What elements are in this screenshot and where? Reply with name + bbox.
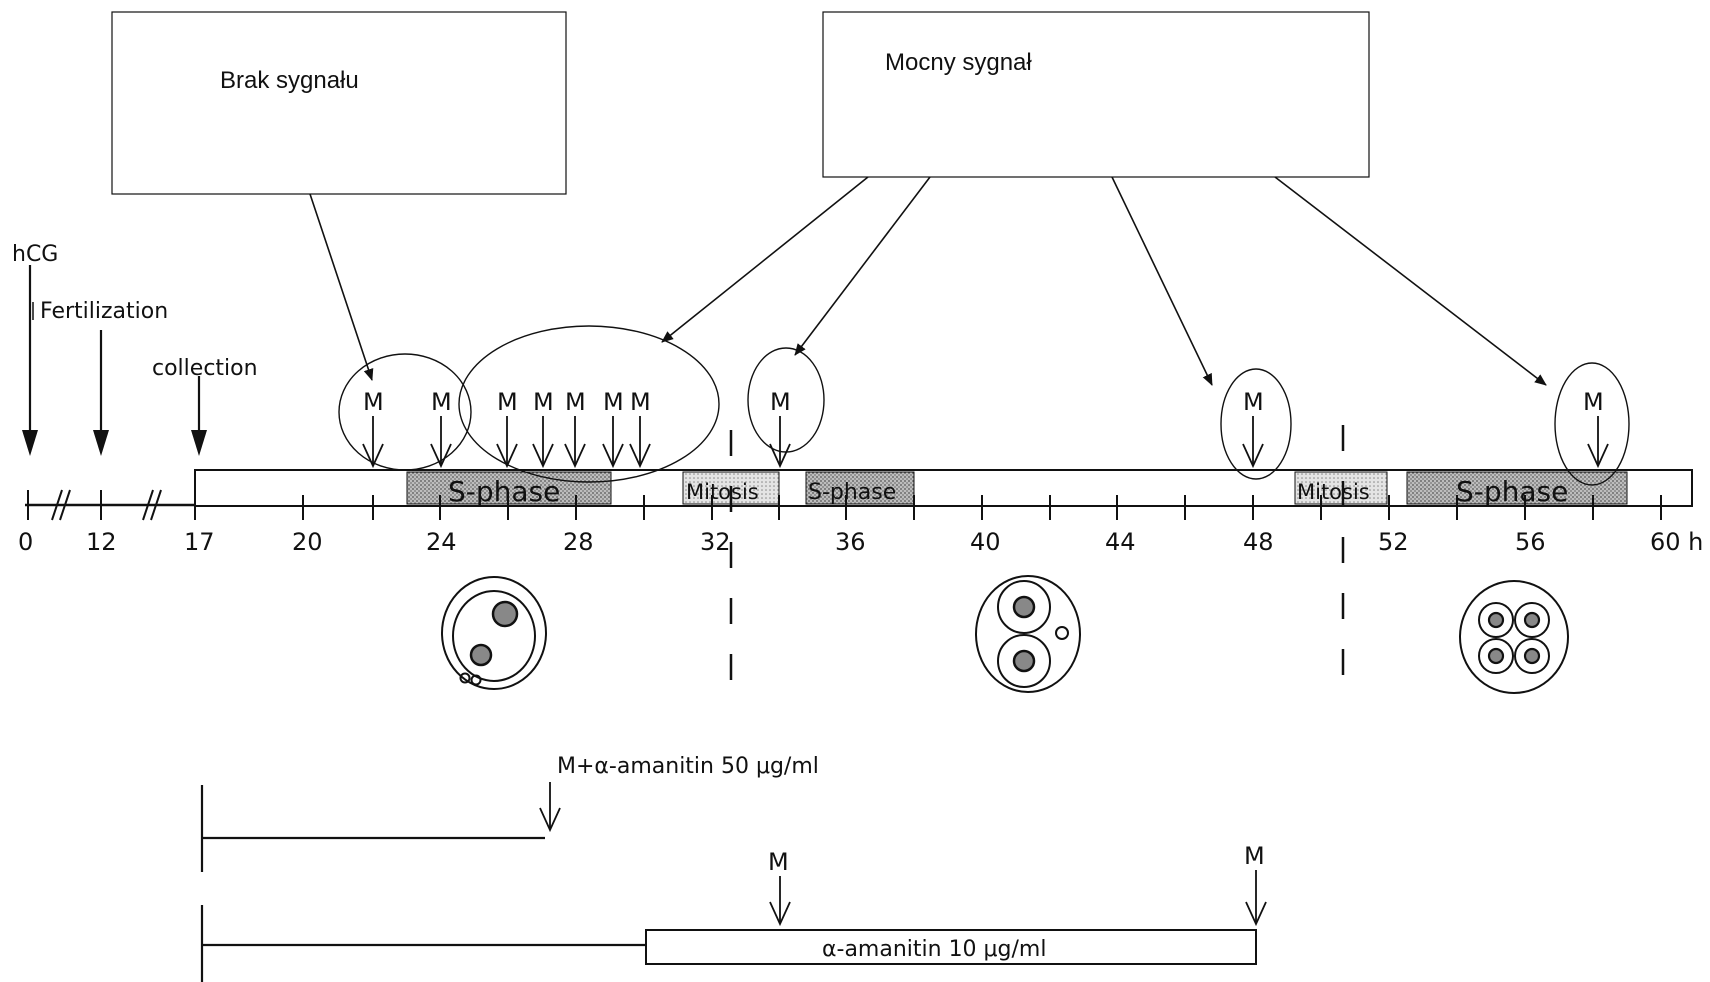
event-hcg: hCG — [12, 242, 58, 456]
svg-text:M: M — [363, 388, 384, 416]
callout-strong-signal: Mocny sygnał — [823, 12, 1369, 177]
zygote-drawing — [442, 577, 546, 689]
s-phase-label-3: S-phase — [1456, 475, 1568, 508]
callout-no-signal: Brak sygnału — [112, 12, 566, 194]
m-marker: M — [565, 388, 586, 466]
collection-arrowhead-icon — [191, 430, 207, 456]
svg-text:M: M — [770, 388, 791, 416]
strong-signal-pointer-3 — [1112, 177, 1212, 385]
event-hcg-label: hCG — [12, 242, 58, 267]
two-cell-drawing — [976, 576, 1080, 692]
signal-highlight-48h — [1221, 369, 1291, 479]
event-collection: collection — [152, 356, 258, 456]
treatment-amanitin-10-label: α-amanitin 10 μg/ml — [822, 937, 1046, 962]
m-marker: M — [1244, 842, 1266, 924]
strong-signal-pointer-4 — [1275, 177, 1546, 385]
tick-label: 20 — [292, 528, 323, 556]
svg-text:M: M — [630, 388, 651, 416]
mitosis-label-2: Mitosis — [1297, 480, 1370, 504]
tick-label: 12 — [86, 528, 117, 556]
callout-no-signal-text: Brak sygnału — [220, 67, 359, 94]
sampling-markers: M M M M M M M M M M — [363, 388, 1608, 466]
svg-text:M: M — [1583, 388, 1604, 416]
tick-label: 40 — [970, 528, 1001, 556]
callout-strong-signal-box — [823, 12, 1369, 177]
m-marker: M — [1583, 388, 1608, 466]
m-marker: M — [630, 388, 651, 466]
tick-label: 36 — [835, 528, 866, 556]
fertilization-arrowhead-icon — [93, 430, 109, 456]
strong-signal-pointer-2 — [795, 177, 930, 355]
tick-label: 60 h — [1650, 528, 1703, 556]
no-signal-pointer — [310, 194, 372, 380]
main-timeline: S-phase Mitosis S-phase Mitosis S-phase — [18, 470, 1703, 556]
tick-label: 48 — [1243, 528, 1274, 556]
m-marker: M — [1243, 388, 1264, 466]
m-marker: M — [770, 388, 791, 466]
tick-label: 24 — [426, 528, 457, 556]
hcg-arrowhead-icon — [22, 430, 38, 456]
event-fertilization-label: Fertilization — [40, 299, 168, 324]
svg-text:M: M — [533, 388, 554, 416]
svg-text:M: M — [565, 388, 586, 416]
svg-text:M: M — [603, 388, 624, 416]
m-marker: M — [533, 388, 554, 466]
tick-label: 32 — [700, 528, 731, 556]
svg-text:M: M — [1244, 842, 1265, 870]
mitosis-label-1: Mitosis — [686, 480, 759, 504]
m-marker: M — [431, 388, 452, 466]
s-phase-label-2: S-phase — [808, 480, 896, 505]
event-fertilization: Fertilization — [33, 299, 168, 456]
tick-label: 0 — [18, 528, 33, 556]
treatment-amanitin-10: α-amanitin 10 μg/ml M M — [202, 842, 1266, 982]
s-phase-label-1: S-phase — [448, 475, 560, 508]
svg-text:M: M — [1243, 388, 1264, 416]
svg-text:M: M — [497, 388, 518, 416]
tick-label: 56 — [1515, 528, 1546, 556]
tick-label: 17 — [184, 528, 215, 556]
treatment-amanitin-50-label: M+α-amanitin 50 μg/ml — [557, 754, 819, 779]
signal-highlight-58h — [1555, 363, 1629, 485]
svg-text:M: M — [768, 848, 789, 876]
callout-strong-signal-text: Mocny sygnał — [885, 49, 1032, 76]
event-collection-label: collection — [152, 356, 258, 381]
tick-label: 28 — [563, 528, 594, 556]
m-marker: M — [768, 848, 790, 924]
strong-signal-pointer-1 — [662, 177, 868, 342]
m-marker: M — [497, 388, 518, 466]
tick-label: 44 — [1105, 528, 1136, 556]
m-marker: M — [363, 388, 384, 466]
tick-label: 52 — [1378, 528, 1409, 556]
svg-text:M: M — [431, 388, 452, 416]
four-cell-drawing — [1460, 581, 1568, 693]
callout-no-signal-box — [112, 12, 566, 194]
treatment-amanitin-50: M+α-amanitin 50 μg/ml — [202, 754, 819, 872]
m-marker: M — [603, 388, 624, 466]
